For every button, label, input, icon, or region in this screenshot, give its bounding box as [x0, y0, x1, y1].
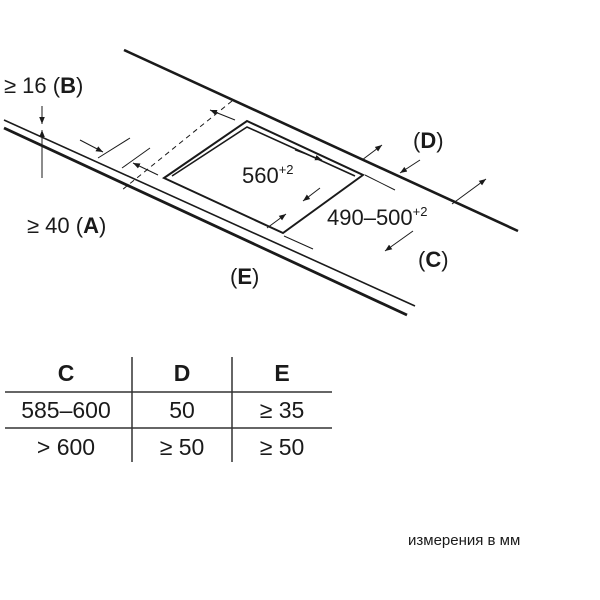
extension-line — [364, 174, 396, 191]
cutout-outer — [161, 119, 365, 235]
table-cell: ≥ 50 — [260, 434, 305, 460]
hidden-line — [121, 100, 233, 191]
dimension-arrow-A — [79, 139, 104, 153]
dimension-arrow-C — [384, 230, 414, 252]
dimension-arrow-560 — [294, 149, 323, 161]
table-header: D — [174, 360, 191, 386]
extension-line — [283, 235, 314, 250]
label-B: ≥ 16 (B) — [4, 73, 83, 98]
table-cell: 50 — [169, 397, 195, 423]
table-header: C — [58, 360, 75, 386]
worktop-front-edge-top — [3, 119, 416, 307]
cutout-width-label: 560+2 — [242, 162, 294, 188]
table-cell: > 600 — [37, 434, 95, 460]
table-header: E — [274, 360, 289, 386]
worktop-front-edge-bottom — [3, 126, 408, 317]
dimension-arrow-560 — [209, 109, 236, 121]
table-cell: ≥ 50 — [160, 434, 205, 460]
cutout-depth-label: 490–500+2 — [327, 204, 427, 230]
dimension-arrow-A — [132, 162, 159, 176]
extension-line — [97, 137, 131, 159]
dimension-arrow-490-500 — [361, 144, 383, 161]
dimension-arrow-C — [451, 178, 487, 205]
dimension-arrow-E — [266, 213, 287, 229]
label-D: (D) — [413, 128, 444, 153]
dimensions-table: C D E 585–600 50 ≥ 35 > 600 ≥ 50 ≥ 50 — [5, 357, 332, 462]
dimension-arrow-490-500 — [302, 187, 321, 202]
wall-edge-line — [123, 48, 519, 233]
units-note: измерения в мм — [408, 532, 521, 549]
label-E: (E) — [230, 264, 259, 289]
dimension-arrow-D — [399, 159, 421, 174]
table-cell: 585–600 — [21, 397, 111, 423]
table-cell: ≥ 35 — [260, 397, 305, 423]
label-C: (C) — [418, 247, 449, 272]
extension-line — [121, 147, 151, 169]
label-A: ≥ 40 (A) — [27, 213, 106, 238]
